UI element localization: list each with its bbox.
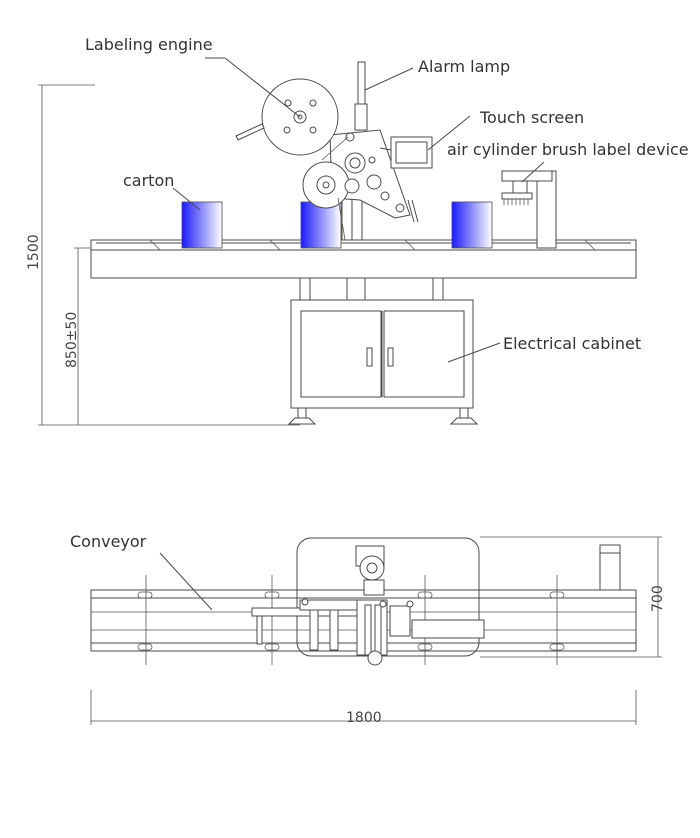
electrical-cabinet [287, 299, 479, 425]
conveyor-leader [159, 552, 213, 611]
total-height-label: 1500 [26, 234, 42, 270]
touch-screen [379, 136, 433, 169]
alarm-lamp-label: Alarm lamp [418, 57, 510, 76]
carton-3 [451, 201, 493, 249]
conveyor-label: Conveyor [70, 532, 147, 551]
top-view: 700 1800 Conveyor [70, 532, 666, 726]
leader-lines-front [172, 57, 545, 363]
carton-1 [181, 201, 223, 249]
width-dimension [480, 536, 662, 658]
electrical-cabinet-label: Electrical cabinet [503, 334, 641, 353]
cartons [181, 201, 493, 249]
labeling-engine [235, 78, 419, 241]
length-label: 1800 [346, 710, 382, 726]
height-dimension [38, 84, 300, 426]
carton-label: carton [123, 171, 174, 190]
width-label: 700 [650, 585, 666, 612]
table-height-label: 850±50 [64, 312, 80, 368]
labeling-engine-label: Labeling engine [85, 35, 213, 54]
touch-screen-label: Touch screen [479, 108, 584, 127]
length-dimension [90, 690, 637, 725]
air-cylinder-brush-device [501, 170, 557, 249]
air-cylinder-label: air cylinder brush label device [447, 140, 689, 159]
front-view: 1500 850±50 [26, 35, 689, 426]
carton-2 [300, 201, 342, 249]
alarm-lamp [354, 61, 368, 131]
labeling-engine-top [251, 545, 485, 666]
